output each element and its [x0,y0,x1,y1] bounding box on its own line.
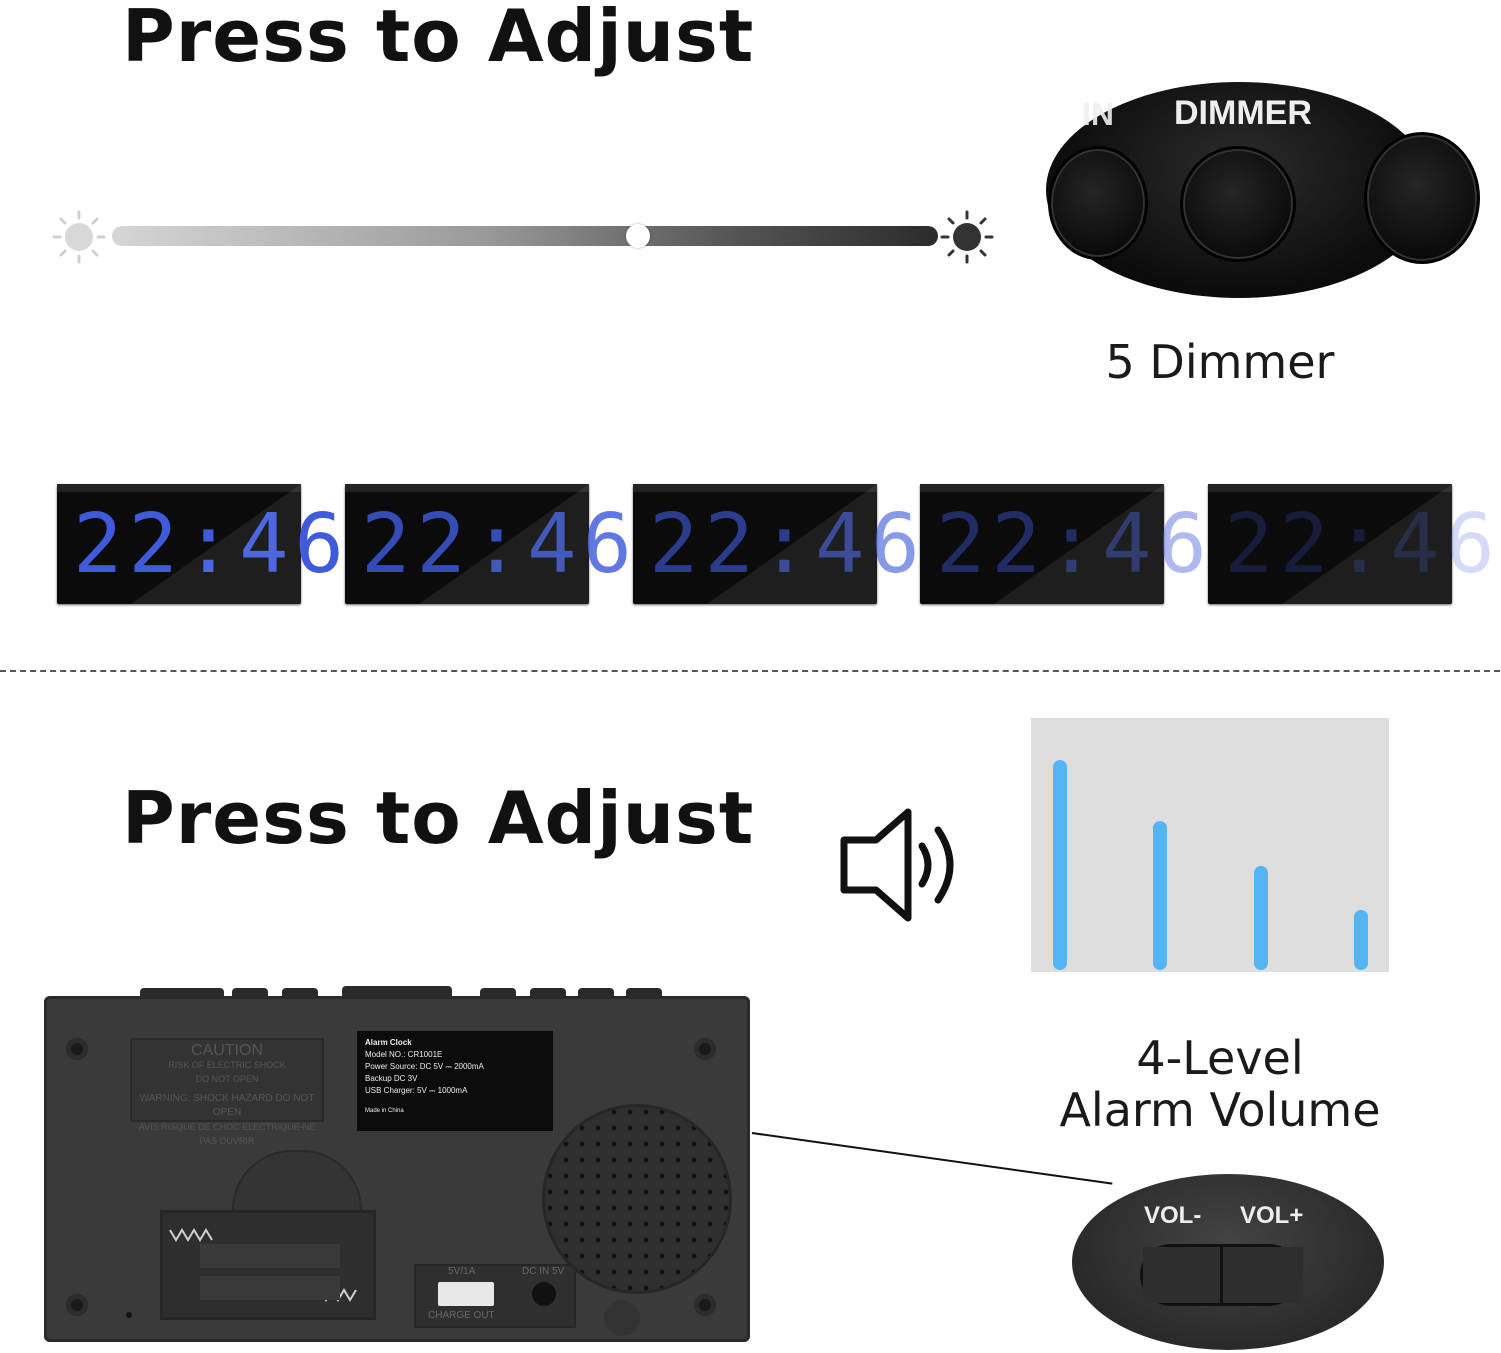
clock-display-level-5: 22:46 [1208,484,1495,604]
sticker-line: Power Source: DC 5V ⎓ 2000mA [365,1062,484,1071]
battery-spring-icon [169,1228,357,1302]
left-button-label: IN [1082,96,1114,132]
clock-digits: 22:46 [73,497,350,592]
volume-bar-level-4 [1053,760,1067,970]
snooze-bar[interactable] [342,986,452,998]
top-headline: Press to Adjust [122,0,755,78]
top-button[interactable] [626,988,662,998]
top-button[interactable] [530,988,566,998]
brightness-slider-knob[interactable] [626,224,650,248]
volume-bar-level-1 [1354,910,1368,970]
battery-compartment[interactable] [160,1210,376,1320]
screw [66,1038,88,1060]
usb-port[interactable] [438,1282,494,1306]
dimmer-caption: 5 Dimmer [1105,335,1335,389]
sticker-line: Made in China [365,1108,404,1114]
section-divider [0,670,1500,672]
right-round-button[interactable] [1364,132,1480,264]
vol-plus-label: VOL+ [1240,1202,1304,1229]
spec-sticker: Alarm Clock Model NO.: CR1001E Power Sou… [357,1031,553,1131]
volume-rocker [1140,1244,1303,1306]
clock-digits: 22:46 [1224,497,1501,592]
dimmer-button-closeup: IN DIMMER [1046,82,1480,298]
dimmer-button[interactable] [1180,146,1296,262]
sticker-line: USB Charger: 5V ⎓ 1000mA [365,1086,468,1095]
usb-port-sublabel: CHARGE OUT [428,1310,495,1321]
screw [694,1038,716,1060]
caution-title: CAUTION [191,1042,263,1059]
usb-port-label: 5V/1A [448,1266,476,1277]
clock-display-level-4: 22:46 [920,484,1207,604]
caution-sub2: DO NOT OPEN [195,1074,259,1084]
top-button[interactable] [578,988,614,998]
clock-display-level-2: 22:46 [345,484,632,604]
clock-display-level-1: 22:46 [57,484,344,604]
reset-hole [604,1300,640,1336]
caution-warning: WARNING: SHOCK HAZARD DO NOT OPEN [139,1093,315,1118]
port-panel: 5V/1A CHARGE OUT DC IN 5V [414,1264,576,1328]
caution-sub1: RISK OF ELECTRIC SHOCK [168,1060,286,1070]
clock-digits: 22:46 [649,497,926,592]
vol-plus-button[interactable] [1223,1247,1303,1303]
speaker-volume-icon [840,808,954,922]
screw [694,1294,716,1316]
sticker-line: Backup DC 3V [365,1074,418,1083]
caution-label: CAUTION RISK OF ELECTRIC SHOCK DO NOT OP… [130,1038,324,1146]
dc-input-jack[interactable] [532,1282,556,1306]
volume-bar-level-3 [1153,821,1167,970]
volume-buttons-closeup: VOL- VOL+ [1072,1174,1384,1350]
callout-leader-line [751,1132,1113,1185]
clock-back-panel: CAUTION RISK OF ELECTRIC SHOCK DO NOT OP… [44,986,750,1342]
volume-caption-line1: 4-Level [1136,1031,1304,1085]
dc-port-label: DC IN 5V [522,1266,565,1277]
dimmer-button-label: DIMMER [1174,94,1312,132]
volume-levels-panel [1031,718,1389,972]
vol-minus-label: VOL- [1144,1202,1202,1229]
screw [66,1294,88,1316]
speaker-grille [542,1104,732,1294]
top-button[interactable] [140,988,224,998]
sun-bright-icon [52,210,106,264]
vol-minus-button[interactable] [1143,1247,1220,1303]
brightness-slider-track[interactable] [112,226,938,246]
volume-caption-line2: Alarm Volume [1059,1083,1381,1137]
top-button[interactable] [232,988,268,998]
clock-digits: 22:46 [936,497,1213,592]
left-round-button[interactable] [1048,146,1148,260]
volume-bar-level-2 [1254,866,1268,970]
mic-hole [126,1312,132,1318]
bottom-headline: Press to Adjust [122,776,755,860]
sticker-line: Model NO.: CR1001E [365,1050,443,1059]
sticker-line: Alarm Clock [365,1038,412,1047]
caution-french: AVIS:RISQUE DE CHOC ELECTRIQUE-NE PAS OU… [138,1122,316,1146]
clock-digits: 22:46 [361,497,638,592]
top-button[interactable] [480,988,516,998]
top-button[interactable] [282,988,318,998]
clock-display-level-3: 22:46 [633,484,920,604]
sun-dim-icon [940,210,994,264]
